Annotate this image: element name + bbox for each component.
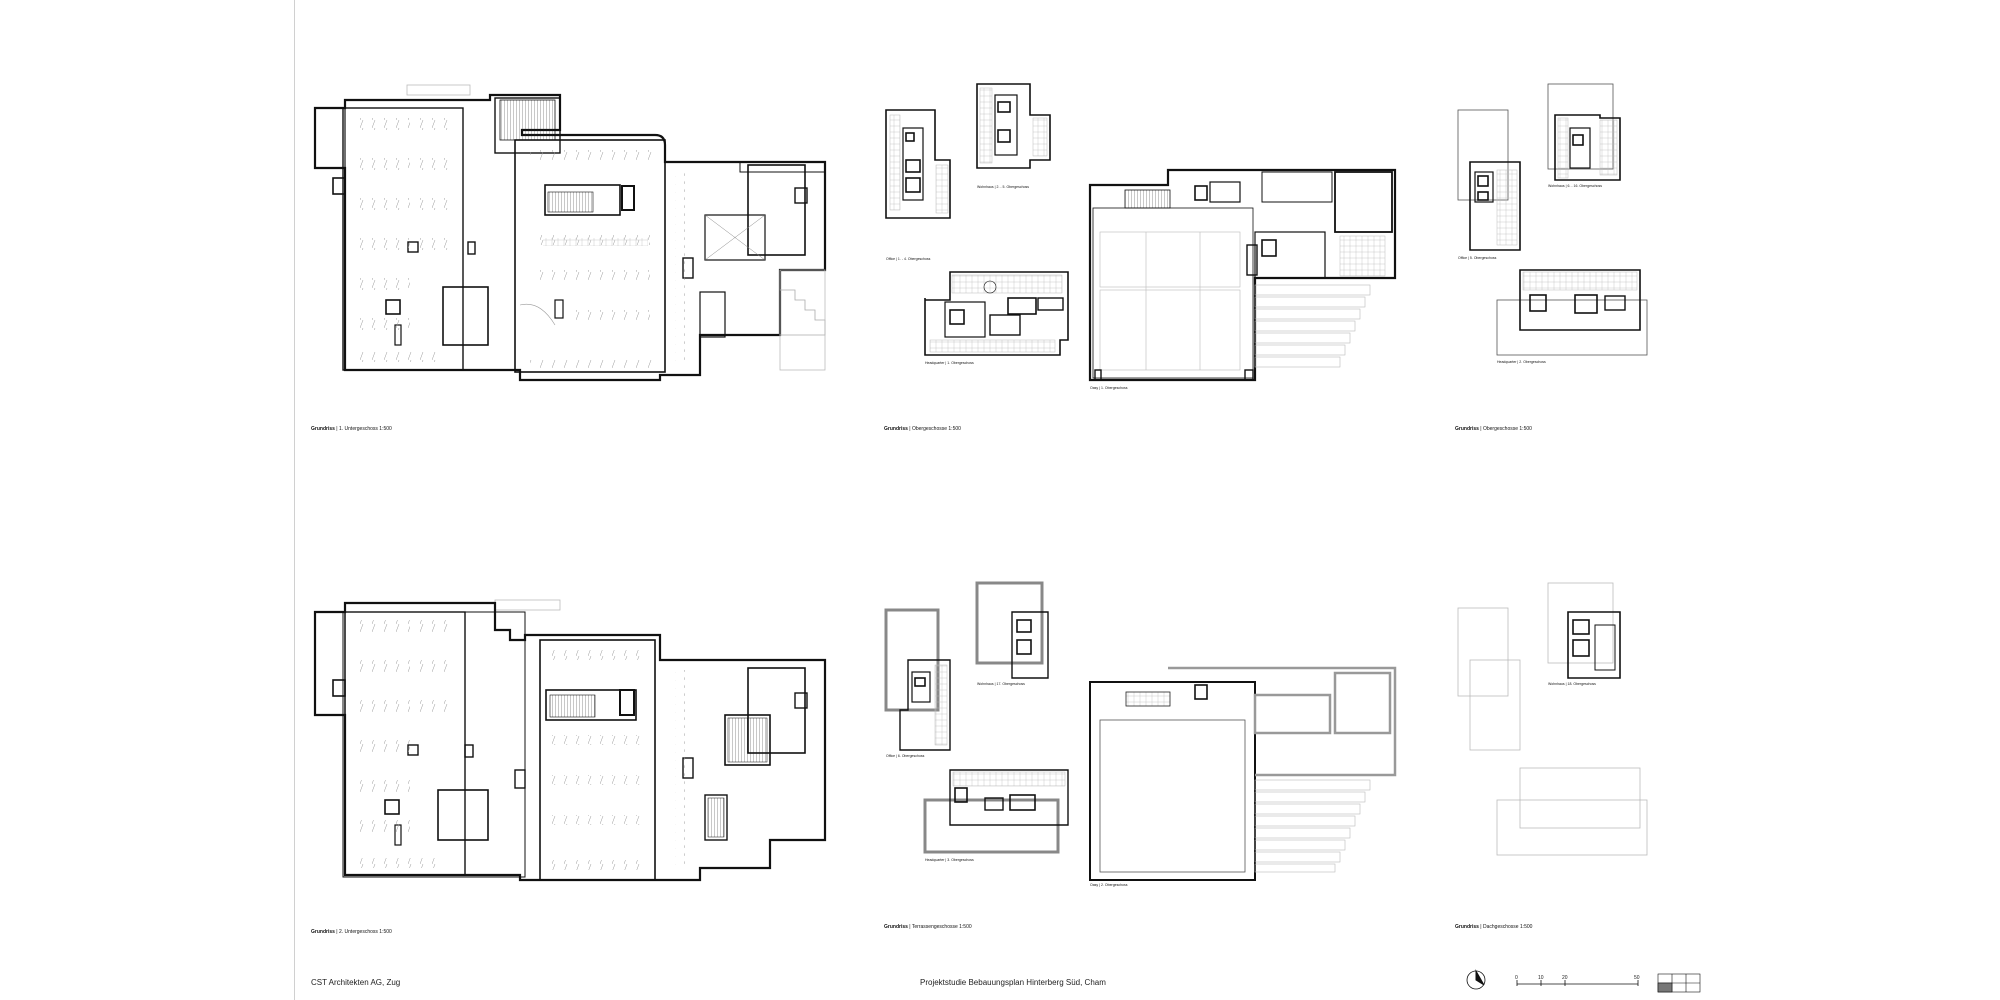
scale-tick-10: 10 bbox=[1538, 975, 1544, 981]
label-wohnhaus-616: Wohnhaus | 6. - 16. Obergeschoss bbox=[1548, 184, 1602, 188]
label-office-6: Office | 6. Obergeschoss bbox=[886, 754, 925, 758]
label-wohnhaus-17: Wohnhaus | 17. Obergeschoss bbox=[977, 682, 1025, 686]
label-office-14: Office | 1. - 4. Obergeschoss bbox=[886, 257, 931, 261]
plan-ug2 bbox=[313, 599, 827, 882]
scale-tick-50: 50 bbox=[1634, 975, 1640, 981]
label-headquarter-3: Headquarter | 3. Obergeschoss bbox=[925, 858, 974, 862]
caption-ug2: Grundriss | 2. Untergeschoss 1:500 bbox=[311, 929, 392, 935]
plan-ug1 bbox=[313, 84, 827, 382]
caption-ug1: Grundriss | 1. Untergeschoss 1:500 bbox=[311, 426, 392, 432]
sheet-key bbox=[1657, 973, 1701, 993]
plan-og-b bbox=[1457, 83, 1648, 356]
sheet-margin-line bbox=[294, 0, 295, 1000]
caption-dach: Grundriss | Dachgeschosse 1:500 bbox=[1455, 924, 1533, 930]
north-arrow-icon bbox=[1466, 969, 1486, 990]
label-oasy-1: Oasy | 1. Obergeschoss bbox=[1090, 386, 1128, 390]
label-office-5: Office | 5. Obergeschoss bbox=[1458, 256, 1497, 260]
caption-og-b: Grundriss | Obergeschosse 1:500 bbox=[1455, 426, 1532, 432]
scale-bar bbox=[1516, 980, 1639, 986]
plan-dach bbox=[1457, 582, 1648, 856]
plan-og-a bbox=[885, 83, 1397, 382]
label-wohnhaus-25: Wohnhaus | 2. - 5. Obergeschoss bbox=[977, 185, 1030, 189]
label-oasy-2: Oasy | 2. Obergeschoss bbox=[1090, 883, 1128, 887]
caption-terrasse: Grundriss | Terrassengeschosse 1:500 bbox=[884, 924, 972, 930]
footer-project: Projektstudie Bebauungsplan Hinterberg S… bbox=[920, 978, 1106, 987]
scale-tick-20: 20 bbox=[1562, 975, 1568, 981]
label-wohnhaus-18: Wohnhaus | 18. Obergeschoss bbox=[1548, 682, 1596, 686]
plan-terrasse bbox=[884, 581, 1397, 881]
label-headquarter-1: Headquarter | 1. Obergeschoss bbox=[925, 361, 974, 365]
label-headquarter-2: Headquarter | 2. Obergeschoss bbox=[1497, 360, 1546, 364]
footer-office: CST Architekten AG, Zug bbox=[311, 978, 401, 987]
caption-og-a: Grundriss | Obergeschosse 1:500 bbox=[884, 426, 961, 432]
scale-tick-0: 0 bbox=[1515, 975, 1518, 981]
